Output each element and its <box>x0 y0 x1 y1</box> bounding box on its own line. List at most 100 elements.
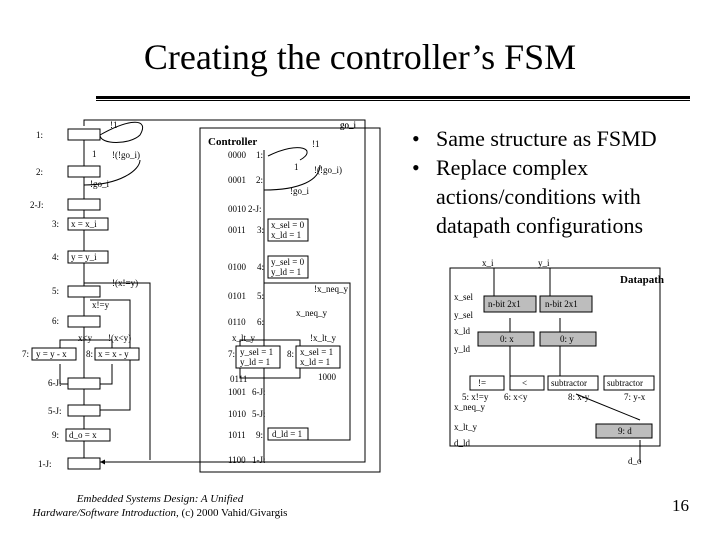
dp-sub-1-label: subtractor <box>551 378 587 388</box>
dp-reg-x <box>477 331 535 347</box>
fsmd-nodes <box>31 128 140 470</box>
controller-branch-right <box>264 339 301 348</box>
controller-exit-edge <box>264 282 351 441</box>
fsmd-text: 1: 2: 2-J: 3: x = x_i 4: y = y_i 5: 6: 7… <box>22 120 357 469</box>
ctrl-edge-not-go: !go_i <box>290 186 309 196</box>
ctrl-state-8-action-1: x_sel = 1 <box>300 347 333 357</box>
ctrl-state-5-num: 5: <box>257 291 264 301</box>
ctrl-state-8-code: 1000 <box>318 372 337 382</box>
dp-cmp-lt-label: < <box>522 378 527 388</box>
ctrl-state-11-action-1: d_ld = 1 <box>272 429 302 439</box>
ctrl-state-7-action-2: y_ld = 1 <box>240 357 270 367</box>
bullet-item: • Same structure as FSMD <box>412 124 712 153</box>
state-4-node <box>67 250 109 264</box>
datapath-blocks <box>469 295 655 439</box>
fsmd-state-5j-label: 5-J: <box>48 406 62 416</box>
fsmd-edge-not-go: !go_i <box>90 179 109 189</box>
state-9-node <box>65 428 111 442</box>
state-5-node <box>67 285 101 298</box>
controller-graph <box>239 147 351 462</box>
ctrl-state-6-code: 0110 <box>228 317 246 327</box>
controller-boxes <box>235 218 341 441</box>
ctrl-edge-x-neq-y: x_neq_y <box>296 308 327 318</box>
fsmd-state-1j-label: 1-J: <box>38 459 52 469</box>
title-divider-thin <box>96 100 690 101</box>
ctrl-state-4-num: 4: <box>257 262 264 272</box>
dp-signal-d-o: d_o <box>628 456 642 466</box>
fsmd-exit-edge <box>84 282 151 460</box>
fsmd-edge-not1-top: !1 <box>110 120 118 130</box>
dp-reg-y-label: 0: y <box>560 334 574 344</box>
fsmd-state-6-label: 6: <box>52 316 59 326</box>
state-6j-node <box>67 377 101 390</box>
dp-sub-2-label: subtractor <box>607 378 643 388</box>
ctrl-edge-x-lt-y: x_lt_y <box>232 333 256 343</box>
citation-credit: (c) 2000 Vahid/Givargis <box>178 507 288 519</box>
ctrl-state-5-code: 0101 <box>228 291 246 301</box>
dp-cmp-ne <box>469 375 505 391</box>
fsmd-edge-not-x-ne-y: !(x!=y) <box>112 278 138 288</box>
ctrl-go-label: go_i <box>340 120 357 130</box>
state-5j-node <box>67 404 101 417</box>
dp-signal-x-neq-y: x_neq_y <box>454 402 485 412</box>
citation-book: Hardware/Software Introduction, <box>32 507 179 519</box>
ctrl-state-7-box <box>235 345 281 369</box>
ctrl-state-3-code: 0011 <box>228 225 246 235</box>
fsmd-return-edge <box>83 119 366 465</box>
ctrl-edge-not1: !1 <box>312 139 320 149</box>
state-3-node <box>67 217 109 231</box>
citation-line-2: Hardware/Software Introduction, (c) 2000… <box>20 506 300 520</box>
dp-sub-1-state: 8: x-y <box>568 392 590 402</box>
ctrl-state-1-num: 2: <box>256 175 263 185</box>
dp-cmp-ne-label: != <box>478 378 486 388</box>
state-2-node <box>67 165 101 178</box>
ctrl-state-11-code: 1011 <box>228 430 246 440</box>
fsmd-state-4-action: y = y_i <box>71 252 97 262</box>
ctrl-state-3-num: 3: <box>257 225 264 235</box>
dp-reg-x-label: 0: x <box>500 334 514 344</box>
fsmd-edge-x-lt-y: x<y <box>78 333 93 343</box>
ctrl-state-9-code: 1001 <box>228 387 246 397</box>
fsmd-edge-not-x-lt-y: !(x<y) <box>108 333 131 343</box>
ctrl-state-1-code: 0001 <box>228 175 246 185</box>
bullet-item: • Replace complex actions/conditions wit… <box>412 153 712 240</box>
title-divider <box>96 96 690 99</box>
ctrl-state-7-code: 0111 <box>230 374 247 384</box>
dp-wire-sub <box>575 393 641 421</box>
ctrl-state-9-box <box>267 427 309 441</box>
state-1-node <box>67 128 101 141</box>
controller-self-loop <box>267 147 308 161</box>
fsmd-state-5-label: 5: <box>52 286 59 296</box>
dp-cmp-ne-state: 5: x!=y <box>462 392 489 402</box>
fsmd-state-7-action: y = y - x <box>36 349 67 359</box>
datapath-text: Datapath x_i y_i x_sel y_sel x_ld y_ld x… <box>454 258 664 466</box>
fsmd-state-2-label: 2: <box>36 167 43 177</box>
fsmd-state-3-label: 3: <box>52 219 59 229</box>
dp-reg-d-label: 9: d <box>618 426 632 436</box>
dp-mux-y-label: n-bit 2x1 <box>545 299 578 309</box>
fsmd-edge-x-ne-y: x!=y <box>92 300 110 310</box>
ctrl-state-2-num: 2-J: <box>248 204 262 214</box>
bullet-text: Same structure as FSMD <box>436 126 657 151</box>
dp-sub-2-state: 7: y-x <box>624 392 646 402</box>
controller-go-loop <box>263 164 321 191</box>
ctrl-state-9-num: 6-J: <box>252 387 266 397</box>
dp-reg-d <box>595 423 653 439</box>
dp-input-xi: x_i <box>482 258 494 268</box>
ctrl-edge-x-neq-y-exit: !x_neq_y <box>314 284 348 294</box>
fsmd-state-8-action: x = x - y <box>98 349 129 359</box>
fsmd-state-8-label: 8: <box>86 349 93 359</box>
dp-signal-y-ld: y_ld <box>454 344 471 354</box>
bullet-icon: • <box>412 155 420 180</box>
ctrl-state-10-num: 5-J: <box>252 409 266 419</box>
dp-input-yi: y_i <box>538 258 550 268</box>
dp-signal-x-sel: x_sel <box>454 292 473 302</box>
ctrl-state-12-num: 1-J: <box>252 455 266 465</box>
datapath-graph <box>493 268 641 462</box>
ctrl-state-7-num: 7: <box>228 349 235 359</box>
ctrl-state-4-code: 0100 <box>228 262 247 272</box>
fsmd-state-2j-label: 2-J: <box>30 200 44 210</box>
ctrl-state-3-box <box>267 218 309 242</box>
dp-signal-x-lt-y: x_lt_y <box>454 422 478 432</box>
